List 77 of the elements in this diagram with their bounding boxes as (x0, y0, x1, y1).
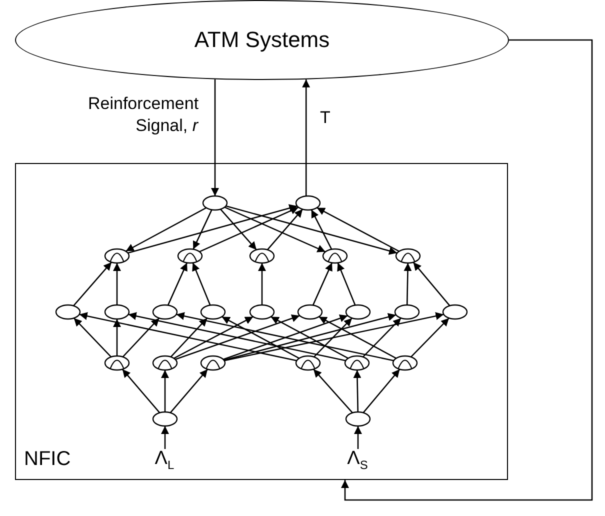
arrow (73, 318, 112, 358)
neuron-node (54, 304, 80, 320)
arrow (270, 316, 348, 359)
arrow (222, 316, 300, 359)
neuron-node (152, 410, 178, 426)
arrow (167, 262, 188, 306)
neuron-node (344, 410, 370, 426)
arrow (318, 316, 396, 359)
input-symbol: Λ$_{L}$ (152, 448, 178, 472)
arrow (354, 426, 362, 449)
system-label: ATM Systems (194, 27, 330, 53)
neuron-node (202, 194, 228, 210)
arrow (313, 368, 353, 414)
arrow (174, 316, 254, 359)
arrow (337, 262, 356, 306)
controller-box (15, 163, 508, 480)
arrow (341, 39, 593, 501)
arrow (192, 262, 211, 306)
arrow (170, 318, 208, 358)
fuzzy-neuron (392, 354, 418, 370)
arrow (362, 368, 400, 414)
arrow (302, 79, 310, 196)
arrow (175, 314, 300, 360)
arrow (224, 312, 444, 362)
arrow (126, 207, 206, 252)
arrow (266, 208, 304, 250)
arrow (73, 262, 112, 306)
fuzzy-neuron (176, 248, 202, 264)
fuzzy-neuron (152, 354, 178, 370)
arrow (128, 204, 298, 254)
arrow (113, 263, 121, 305)
arrow (128, 312, 346, 362)
fuzzy-neuron (248, 248, 274, 264)
arrow (161, 370, 169, 412)
neuron-node (294, 194, 320, 210)
arrow (226, 205, 398, 255)
arrow (404, 262, 412, 306)
arrow (113, 319, 121, 356)
arrow (199, 206, 299, 252)
neuron-node (152, 304, 178, 320)
neuron-node (104, 304, 130, 320)
arrow (310, 209, 332, 250)
arrow (79, 312, 297, 362)
fuzzy-neuron (104, 248, 130, 264)
arrow (122, 368, 160, 414)
fuzzy-neuron (294, 354, 320, 370)
arrow (224, 313, 396, 361)
arrow (312, 262, 333, 306)
neuron-node (248, 304, 274, 320)
arrow (316, 207, 400, 252)
arrow (176, 312, 394, 362)
arrow (223, 314, 348, 360)
arrow (410, 318, 450, 358)
fuzzy-neuron (200, 354, 226, 370)
fuzzy-neuron (322, 248, 348, 264)
fuzzy-neuron (344, 354, 370, 370)
arrow (220, 208, 257, 250)
arrow (192, 209, 212, 250)
controller-label: NFIC (24, 448, 71, 471)
fuzzy-neuron (104, 354, 130, 370)
neuron-node (344, 304, 370, 320)
arrow (224, 206, 326, 252)
arrow (211, 79, 219, 196)
neuron-node (442, 304, 468, 320)
arrow (412, 262, 450, 306)
arrow (161, 426, 169, 449)
neuron-node (200, 304, 226, 320)
arrow (258, 263, 266, 305)
neuron-node (296, 304, 322, 320)
input-symbol: Λ$_{S}$ (344, 448, 370, 472)
arrow (170, 368, 208, 414)
arrow (314, 318, 352, 358)
neuron-node (394, 304, 420, 320)
arrow (353, 370, 362, 412)
arrow (122, 318, 160, 358)
arrow (362, 318, 402, 358)
fuzzy-neuron (394, 248, 420, 264)
